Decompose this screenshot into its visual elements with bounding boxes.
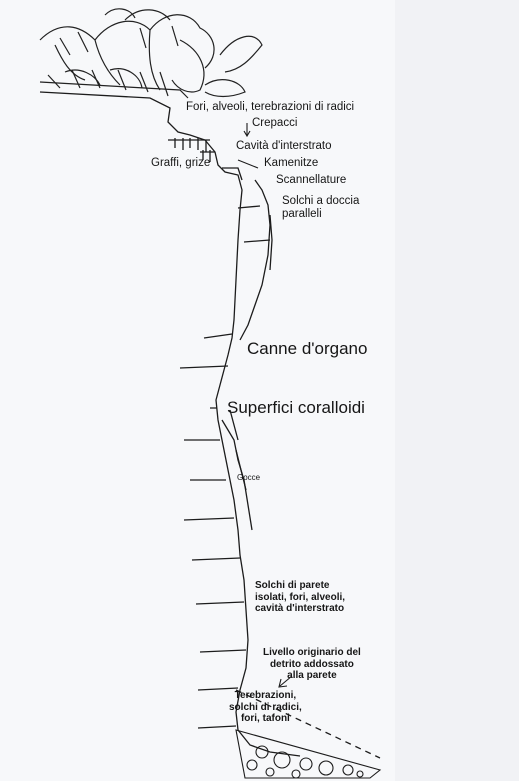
debris-pile [235,729,382,779]
detritus-level-line [235,689,381,759]
detritus-arrow [278,675,293,688]
label-kamenitze: Kamenitze [264,157,319,169]
label-crepacci: Crepacci [252,117,298,129]
label-terebrazioni: Terebrazioni, solchi di radici, fori, ta… [229,690,302,724]
label-canne-organo: Canne d'organo [247,339,368,358]
label-livello-originario: Livello originario del detrito addossato… [263,647,361,681]
rock-profile [39,91,301,757]
label-solchi-parete: Solchi di parete isolati, fori, alveoli,… [255,580,346,614]
label-fori-alveoli: Fori, alveoli, terebrazioni di radici [186,101,355,113]
label-cavita-interstrato: Cavità d'interstrato [236,140,332,152]
label-solchi-doccia: Solchi a doccia paralleli [282,195,360,221]
label-graffi-grize: Graffi, grize [151,157,211,169]
crepacci-arrow [237,123,259,169]
label-gocce: Gocce [237,473,261,482]
label-superfici-coralloidi: Superfici coralloidi [227,398,365,417]
vegetation-drawing [39,8,263,99]
label-scannellature: Scannellature [276,174,347,186]
